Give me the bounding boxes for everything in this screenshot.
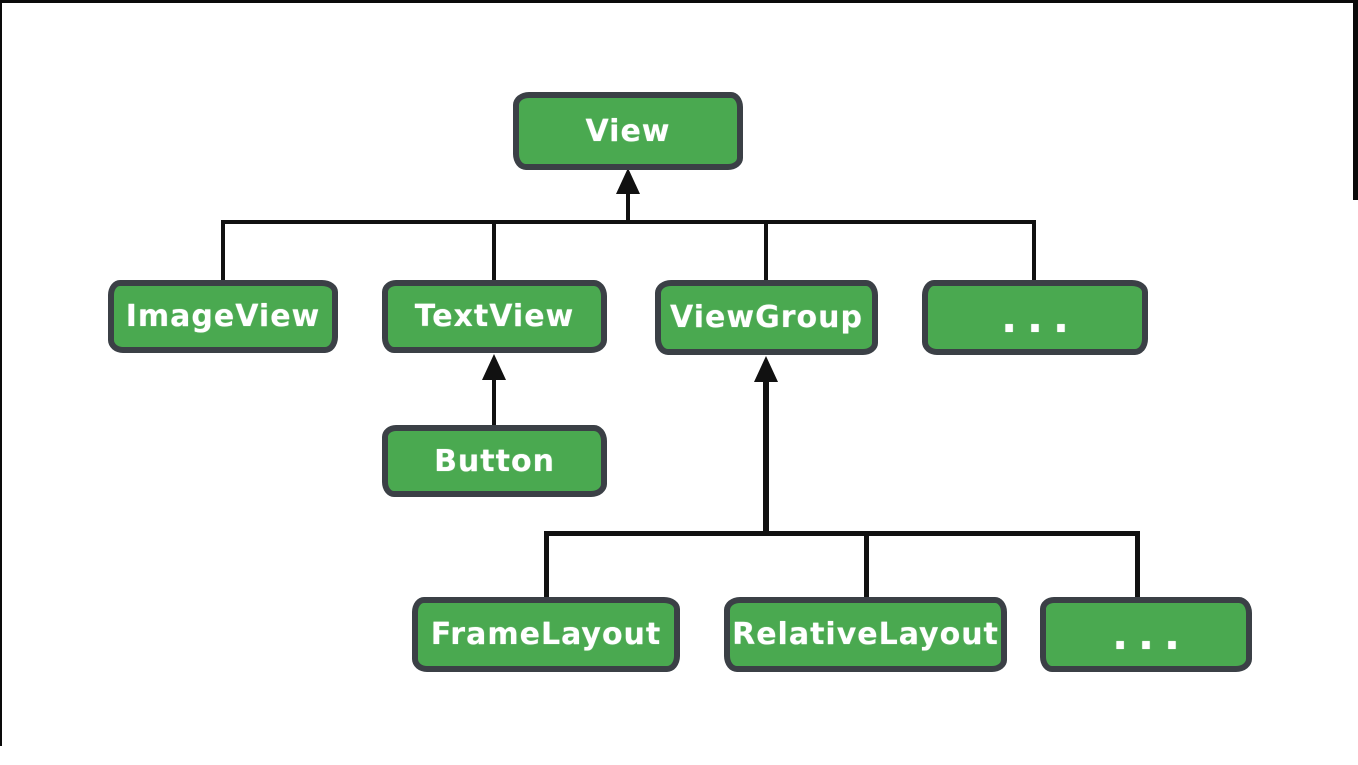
node-imageview: ImageView	[108, 280, 338, 353]
node-ellipsis-top-label: ...	[1001, 293, 1079, 342]
arrowhead-to-view	[616, 168, 640, 194]
node-ellipsis-bottom: ...	[1040, 597, 1252, 672]
connector-framelayout-drop	[544, 534, 549, 599]
node-view: View	[513, 92, 743, 170]
connector-relativelayout-drop	[864, 534, 869, 599]
connector-ellipsis-bottom-drop	[1135, 534, 1140, 599]
node-button-label: Button	[434, 443, 555, 479]
connector-ellipsis-top-drop	[1032, 222, 1036, 282]
node-relativelayout-label: RelativeLayout	[732, 617, 999, 652]
frame-top-edge	[0, 0, 1358, 3]
connector-textview-drop	[492, 222, 496, 282]
connector-imageview-drop	[221, 222, 225, 282]
node-textview: TextView	[382, 280, 607, 353]
connector-level2-bar	[544, 531, 1140, 536]
node-button: Button	[382, 425, 607, 497]
node-view-label: View	[585, 113, 671, 149]
arrowhead-to-viewgroup	[754, 356, 778, 382]
frame-left-edge	[0, 0, 2, 746]
node-viewgroup: ViewGroup	[655, 280, 878, 355]
node-ellipsis-bottom-label: ...	[1112, 610, 1190, 659]
connector-viewgroup-drop	[764, 222, 768, 282]
connector-to-view-line	[626, 188, 630, 224]
node-framelayout: FrameLayout	[412, 597, 680, 672]
node-imageview-label: ImageView	[125, 299, 321, 334]
node-textview-label: TextView	[414, 299, 575, 334]
node-ellipsis-top: ...	[922, 280, 1148, 355]
frame-right-edge	[1353, 0, 1358, 200]
connector-to-viewgroup-line	[763, 376, 769, 536]
connector-button-to-textview-line	[492, 372, 496, 427]
node-viewgroup-label: ViewGroup	[670, 300, 863, 335]
arrowhead-to-textview	[482, 354, 506, 380]
node-relativelayout: RelativeLayout	[724, 597, 1007, 672]
node-framelayout-label: FrameLayout	[430, 617, 662, 652]
